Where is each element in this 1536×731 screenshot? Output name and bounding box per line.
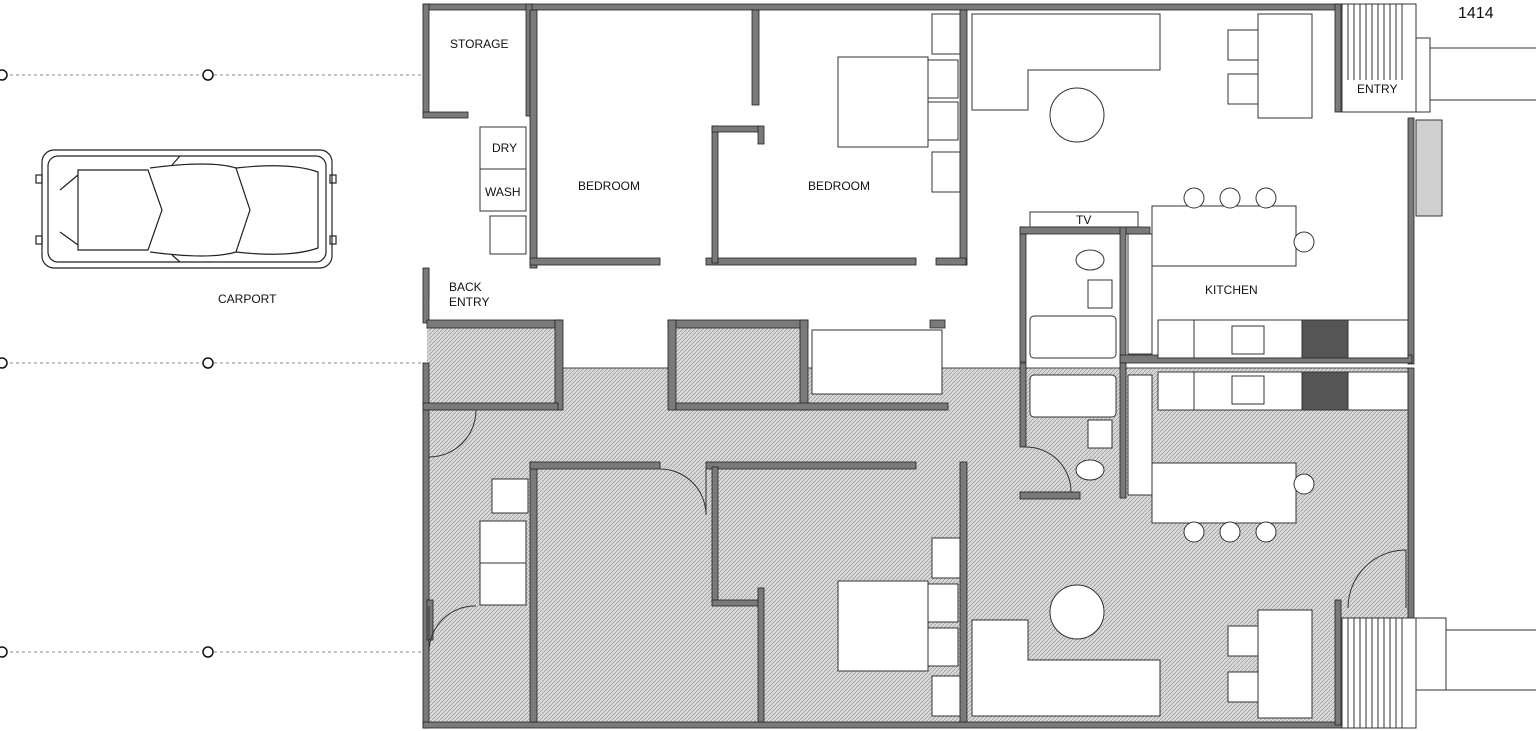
bedroom-1-label: BEDROOM [578, 179, 641, 193]
lower-unit-floor [426, 323, 1410, 725]
car-icon [35, 149, 337, 269]
storage-label: STORAGE [450, 37, 509, 51]
bedroom-2-label: BEDROOM [808, 179, 871, 193]
gridlines [4, 74, 424, 653]
wash-label: WASH [485, 185, 521, 199]
dry-label: DRY [492, 141, 518, 155]
entry-stairs [1341, 3, 1536, 729]
laundry-appliances [479, 126, 529, 606]
kitchen-label: KITCHEN [1205, 283, 1258, 297]
carport-label: CARPORT [218, 292, 277, 306]
tv-label: TV [1076, 213, 1092, 227]
upper-unit-walls [422, 3, 1415, 411]
back-entry-label-line1: BACK [449, 280, 482, 294]
furniture [837, 13, 1409, 719]
back-entry-label-line2: ENTRY [449, 295, 490, 309]
door-swings [428, 268, 1407, 653]
grid-markers [0, 69, 214, 658]
sheet-number: 1414 [1458, 5, 1494, 22]
entry-label: ENTRY [1357, 82, 1398, 96]
lower-unit-walls [422, 362, 1415, 729]
